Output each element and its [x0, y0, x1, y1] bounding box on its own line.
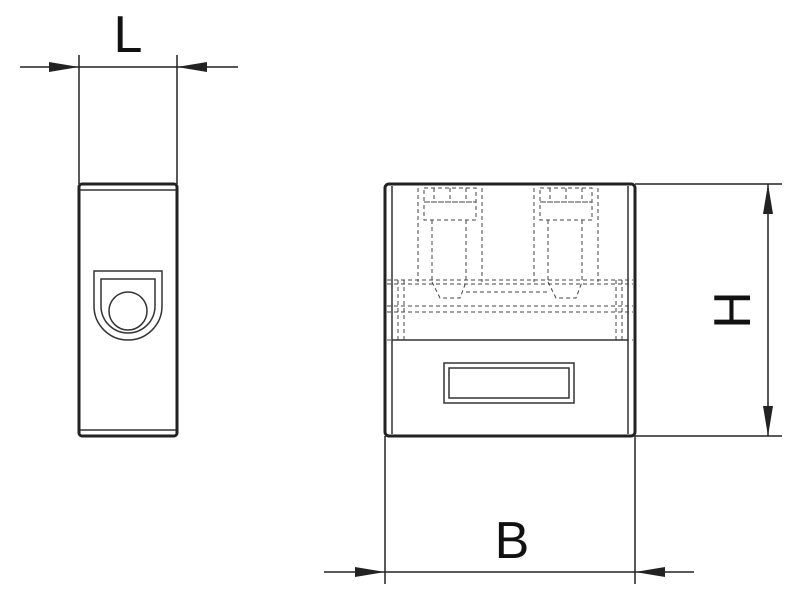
dimension-h: H: [635, 183, 782, 437]
dimension-b-arrow-right: [635, 567, 665, 577]
dimension-h-arrow-bottom: [763, 406, 773, 436]
dimension-b-label: B: [495, 512, 530, 570]
label-window-outer: [443, 362, 575, 404]
dimension-l-arrow-right: [177, 62, 207, 72]
dimension-h-arrow-top: [763, 184, 773, 214]
dimension-h-label: H: [704, 291, 762, 329]
side-view: [77, 182, 179, 438]
screw-head-icon: [108, 291, 148, 331]
side-view-body: [77, 182, 179, 438]
dimension-b: B: [324, 436, 694, 584]
dimension-l-arrow-left: [49, 62, 79, 72]
front-view-body: [383, 182, 637, 438]
dimension-l-label: L: [114, 6, 143, 64]
clamp-loop-inner: [100, 278, 156, 334]
dimension-l: L: [20, 6, 238, 184]
front-view: [383, 182, 637, 438]
label-window-inner: [448, 367, 570, 399]
dimension-b-arrow-left: [355, 567, 385, 577]
clamp-loop-outer: [93, 270, 163, 341]
